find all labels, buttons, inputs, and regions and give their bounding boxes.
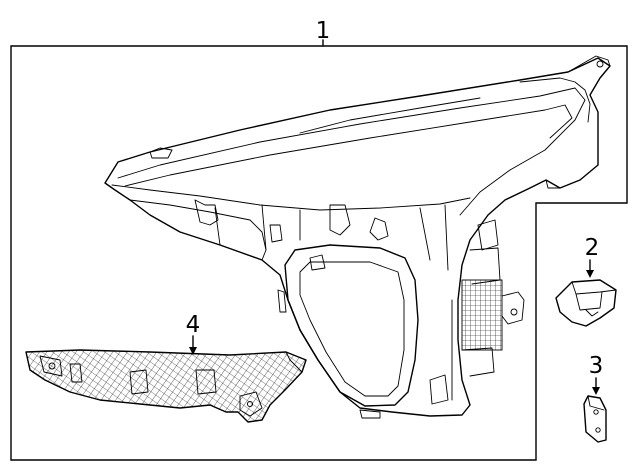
callout-2[interactable]: 2 xyxy=(585,235,600,278)
assembly-frame xyxy=(10,45,628,461)
callout-2-label: 2 xyxy=(585,235,600,261)
headlamp-assembly[interactable] xyxy=(104,55,611,419)
callout-3[interactable]: 3 xyxy=(589,353,604,395)
callout-2-arrow xyxy=(586,270,594,278)
callout-4-label: 4 xyxy=(186,312,201,338)
callout-4-arrow xyxy=(189,347,197,355)
callout-1[interactable]: 1 xyxy=(316,18,331,47)
callout-4[interactable]: 4 xyxy=(186,312,201,355)
callout-1-label: 1 xyxy=(316,18,331,44)
side-bracket-part-4[interactable] xyxy=(25,349,307,423)
callout-3-arrow xyxy=(592,387,600,395)
clip-part-3[interactable] xyxy=(583,395,607,443)
bracket-part-2[interactable] xyxy=(555,279,617,327)
callout-3-label: 3 xyxy=(589,353,604,379)
